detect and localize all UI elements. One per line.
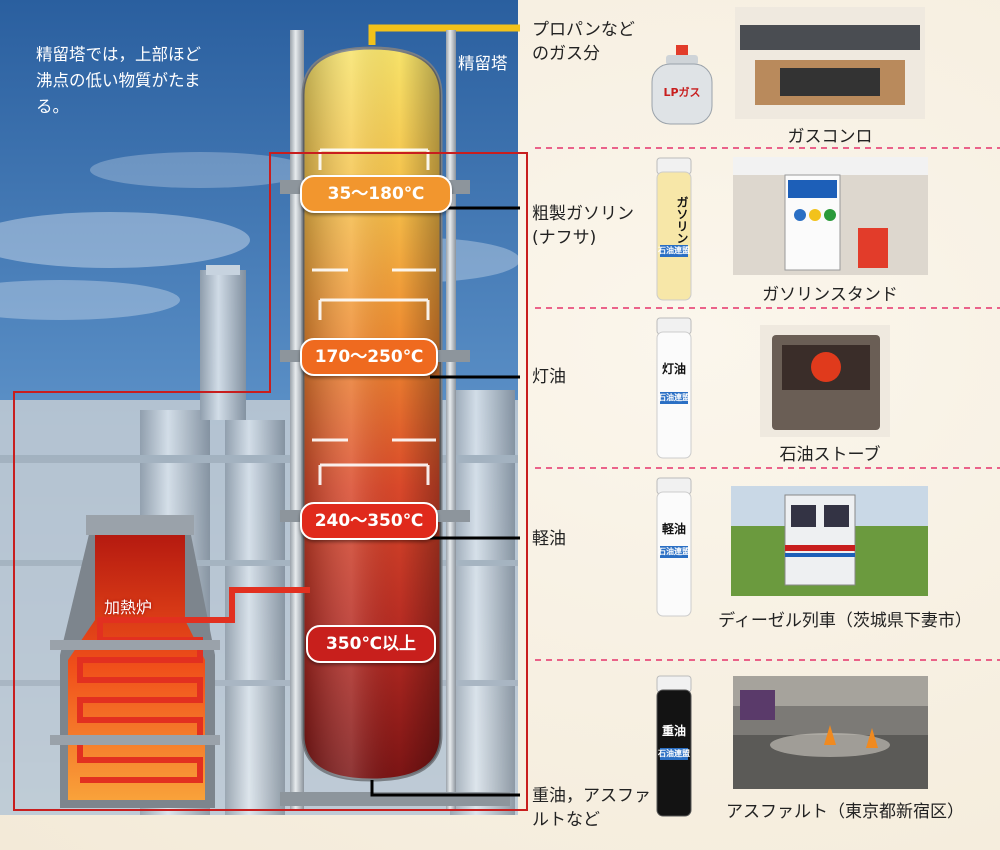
product-naphtha: 粗製ガソリン (ナフサ) — [532, 204, 634, 248]
product-heavy-oil: 重油，アスファ ルトなど — [532, 786, 651, 830]
caption-gas-station: ガソリンスタンド — [762, 285, 898, 305]
temp-range-1: 35～180℃ — [300, 175, 452, 213]
lpg-cylinder-icon — [651, 45, 713, 125]
product-kerosene: 灯油 — [532, 367, 566, 387]
heating-furnace — [50, 515, 310, 808]
photo-kerosene-stove — [760, 325, 890, 437]
vial-label-gasoline: ガソリン — [675, 196, 689, 244]
tower-note: 精留塔では，上部ほど沸点の低い物質がたまる。 — [36, 45, 201, 116]
temp-range-3: 240～350℃ — [300, 502, 438, 540]
temp-range-2: 170～250℃ — [300, 338, 438, 376]
caption-diesel-train: ディーゼル列車（茨城県下妻市） — [718, 611, 972, 631]
furnace-label: 加熱炉 — [104, 598, 153, 617]
vial-kerosene-icon — [656, 317, 692, 459]
vial-label-diesel: 軽油 — [661, 522, 686, 536]
distillation-tower — [280, 30, 510, 810]
vial-sublabel-3: 石油連盟 — [658, 547, 690, 556]
vial-gasoline-icon — [656, 157, 692, 301]
tower-title: 精留塔 — [458, 54, 508, 73]
vial-sublabel-4: 石油連盟 — [658, 749, 690, 758]
temp-range-4: 350℃以上 — [306, 625, 436, 663]
vial-sublabel-2: 石油連盟 — [658, 393, 690, 402]
caption-asphalt: アスファルト（東京都新宿区） — [726, 802, 964, 822]
vial-heavy-oil-icon — [656, 675, 692, 817]
vial-label-heavy-oil: 重油 — [661, 724, 686, 738]
caption-kerosene-stove: 石油ストーブ — [779, 445, 881, 465]
caption-gas-stove: ガスコンロ — [787, 127, 873, 147]
photo-gas-stove — [735, 7, 925, 119]
vial-diesel-icon — [656, 477, 692, 617]
photo-asphalt — [733, 676, 928, 789]
lpg-cylinder-label: LPガス — [663, 86, 701, 99]
product-gas: プロパンなど のガス分 — [532, 20, 635, 64]
photo-diesel-train — [731, 486, 928, 596]
product-diesel: 軽油 — [532, 529, 566, 549]
vial-sublabel-1: 石油連盟 — [658, 246, 690, 255]
photo-gas-station — [733, 157, 928, 275]
vial-label-kerosene: 灯油 — [661, 362, 686, 376]
